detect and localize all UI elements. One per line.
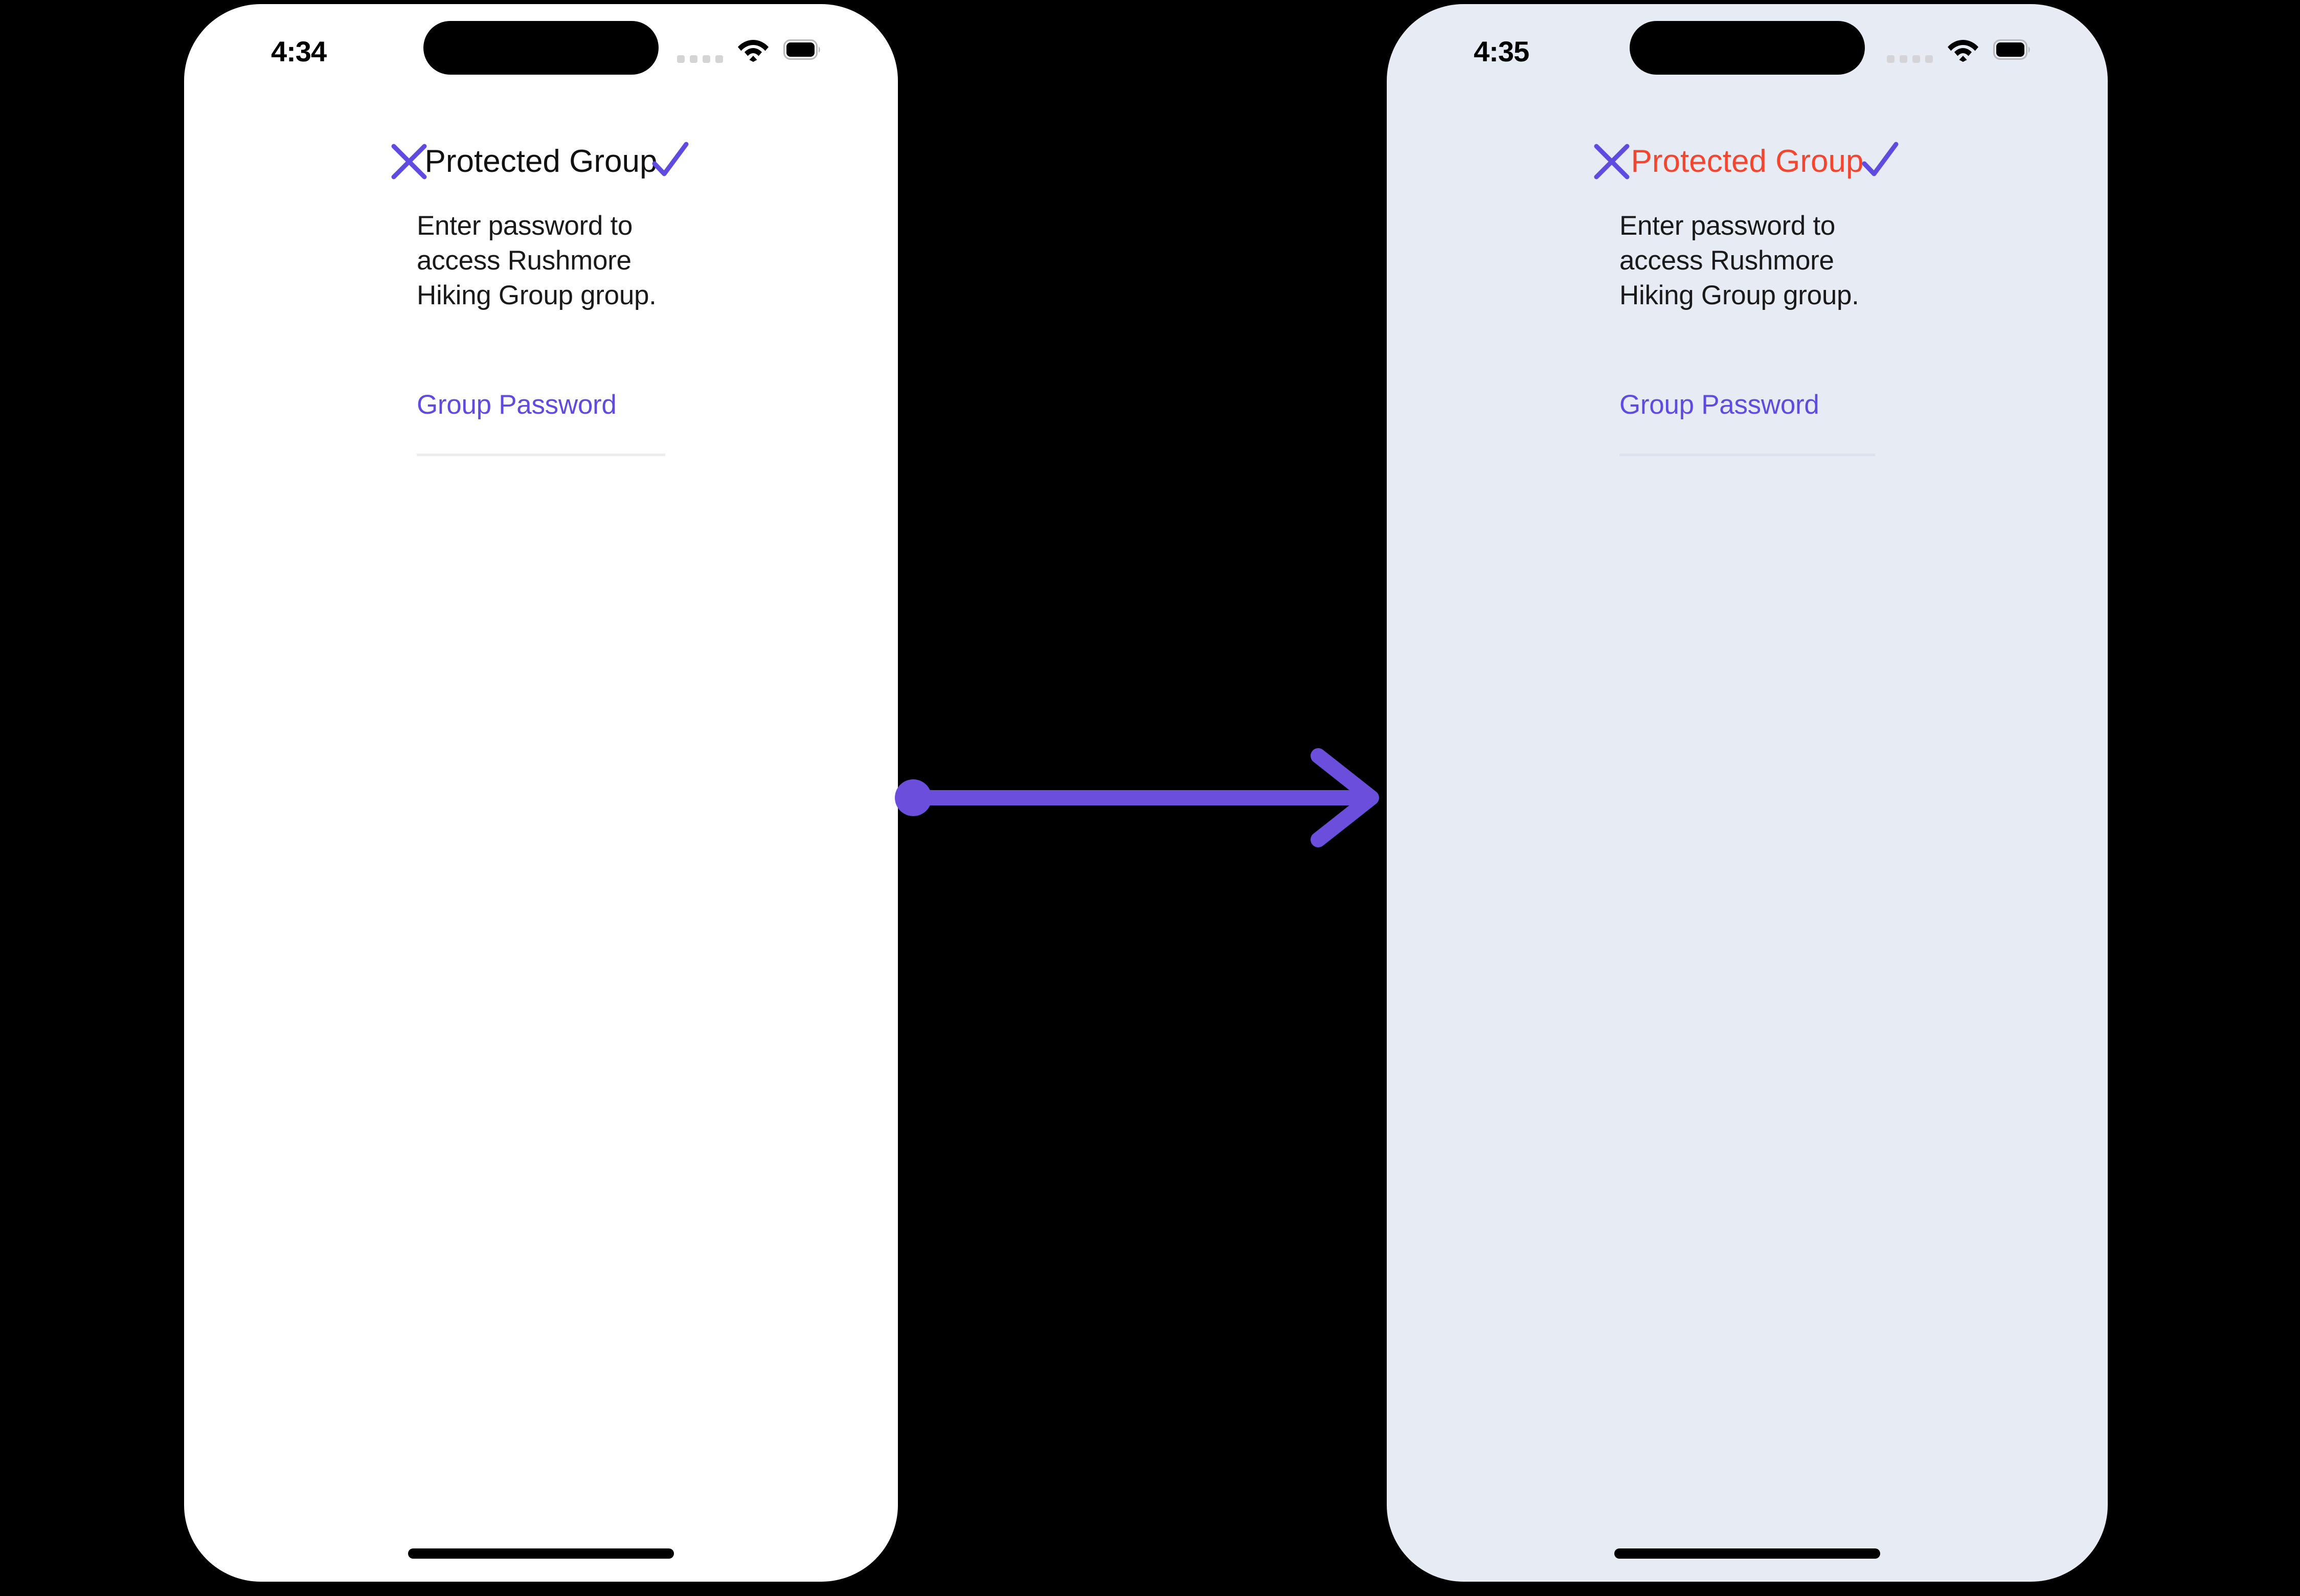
status-bar-indicators	[1887, 32, 2031, 67]
close-x-icon[interactable]	[1591, 141, 1632, 182]
dynamic-island	[423, 21, 659, 75]
arrow-right-icon	[895, 748, 1379, 847]
signal-dots-icon	[677, 32, 723, 67]
close-x-icon[interactable]	[389, 141, 430, 182]
wifi-icon	[1948, 40, 1978, 62]
group-password-field-group: Group Password	[1619, 389, 1875, 457]
group-password-label: Group Password	[1619, 390, 1819, 420]
status-bar-time: 4:34	[271, 35, 327, 68]
status-bar-time: 4:35	[1474, 35, 1529, 68]
home-indicator	[408, 1548, 674, 1559]
checkmark-icon[interactable]	[647, 137, 693, 183]
wifi-icon	[738, 40, 769, 62]
status-bar: 4:34	[184, 4, 898, 86]
phone-screen-before: 4:34 Protected Group	[184, 4, 898, 1582]
battery-full-icon	[783, 39, 820, 60]
nav-title: Protected Group	[1631, 144, 1864, 179]
screen-content: Enter password to access Rushmore Hiking…	[184, 209, 898, 457]
nav-bar: Protected Group	[1387, 132, 2108, 198]
group-password-input[interactable]	[1619, 447, 1875, 457]
phone-screen-after: 4:35 Protected Group	[1387, 4, 2108, 1582]
group-password-field-group: Group Password	[417, 389, 665, 457]
battery-full-icon	[1993, 39, 2030, 60]
screen-content: Enter password to access Rushmore Hiking…	[1387, 209, 2108, 457]
group-password-label: Group Password	[417, 390, 617, 420]
checkmark-icon[interactable]	[1857, 137, 1903, 183]
nav-title: Protected Group	[424, 144, 658, 179]
dynamic-island	[1630, 21, 1865, 75]
group-password-input[interactable]	[417, 447, 665, 457]
signal-dots-icon	[1887, 32, 1933, 67]
home-indicator	[1614, 1548, 1880, 1559]
password-prompt-text: Enter password to access Rushmore Hiking…	[1619, 211, 1859, 310]
status-bar: 4:35	[1387, 4, 2108, 86]
status-bar-indicators	[677, 32, 821, 67]
password-prompt-text: Enter password to access Rushmore Hiking…	[417, 211, 657, 310]
nav-bar: Protected Group	[184, 132, 898, 198]
